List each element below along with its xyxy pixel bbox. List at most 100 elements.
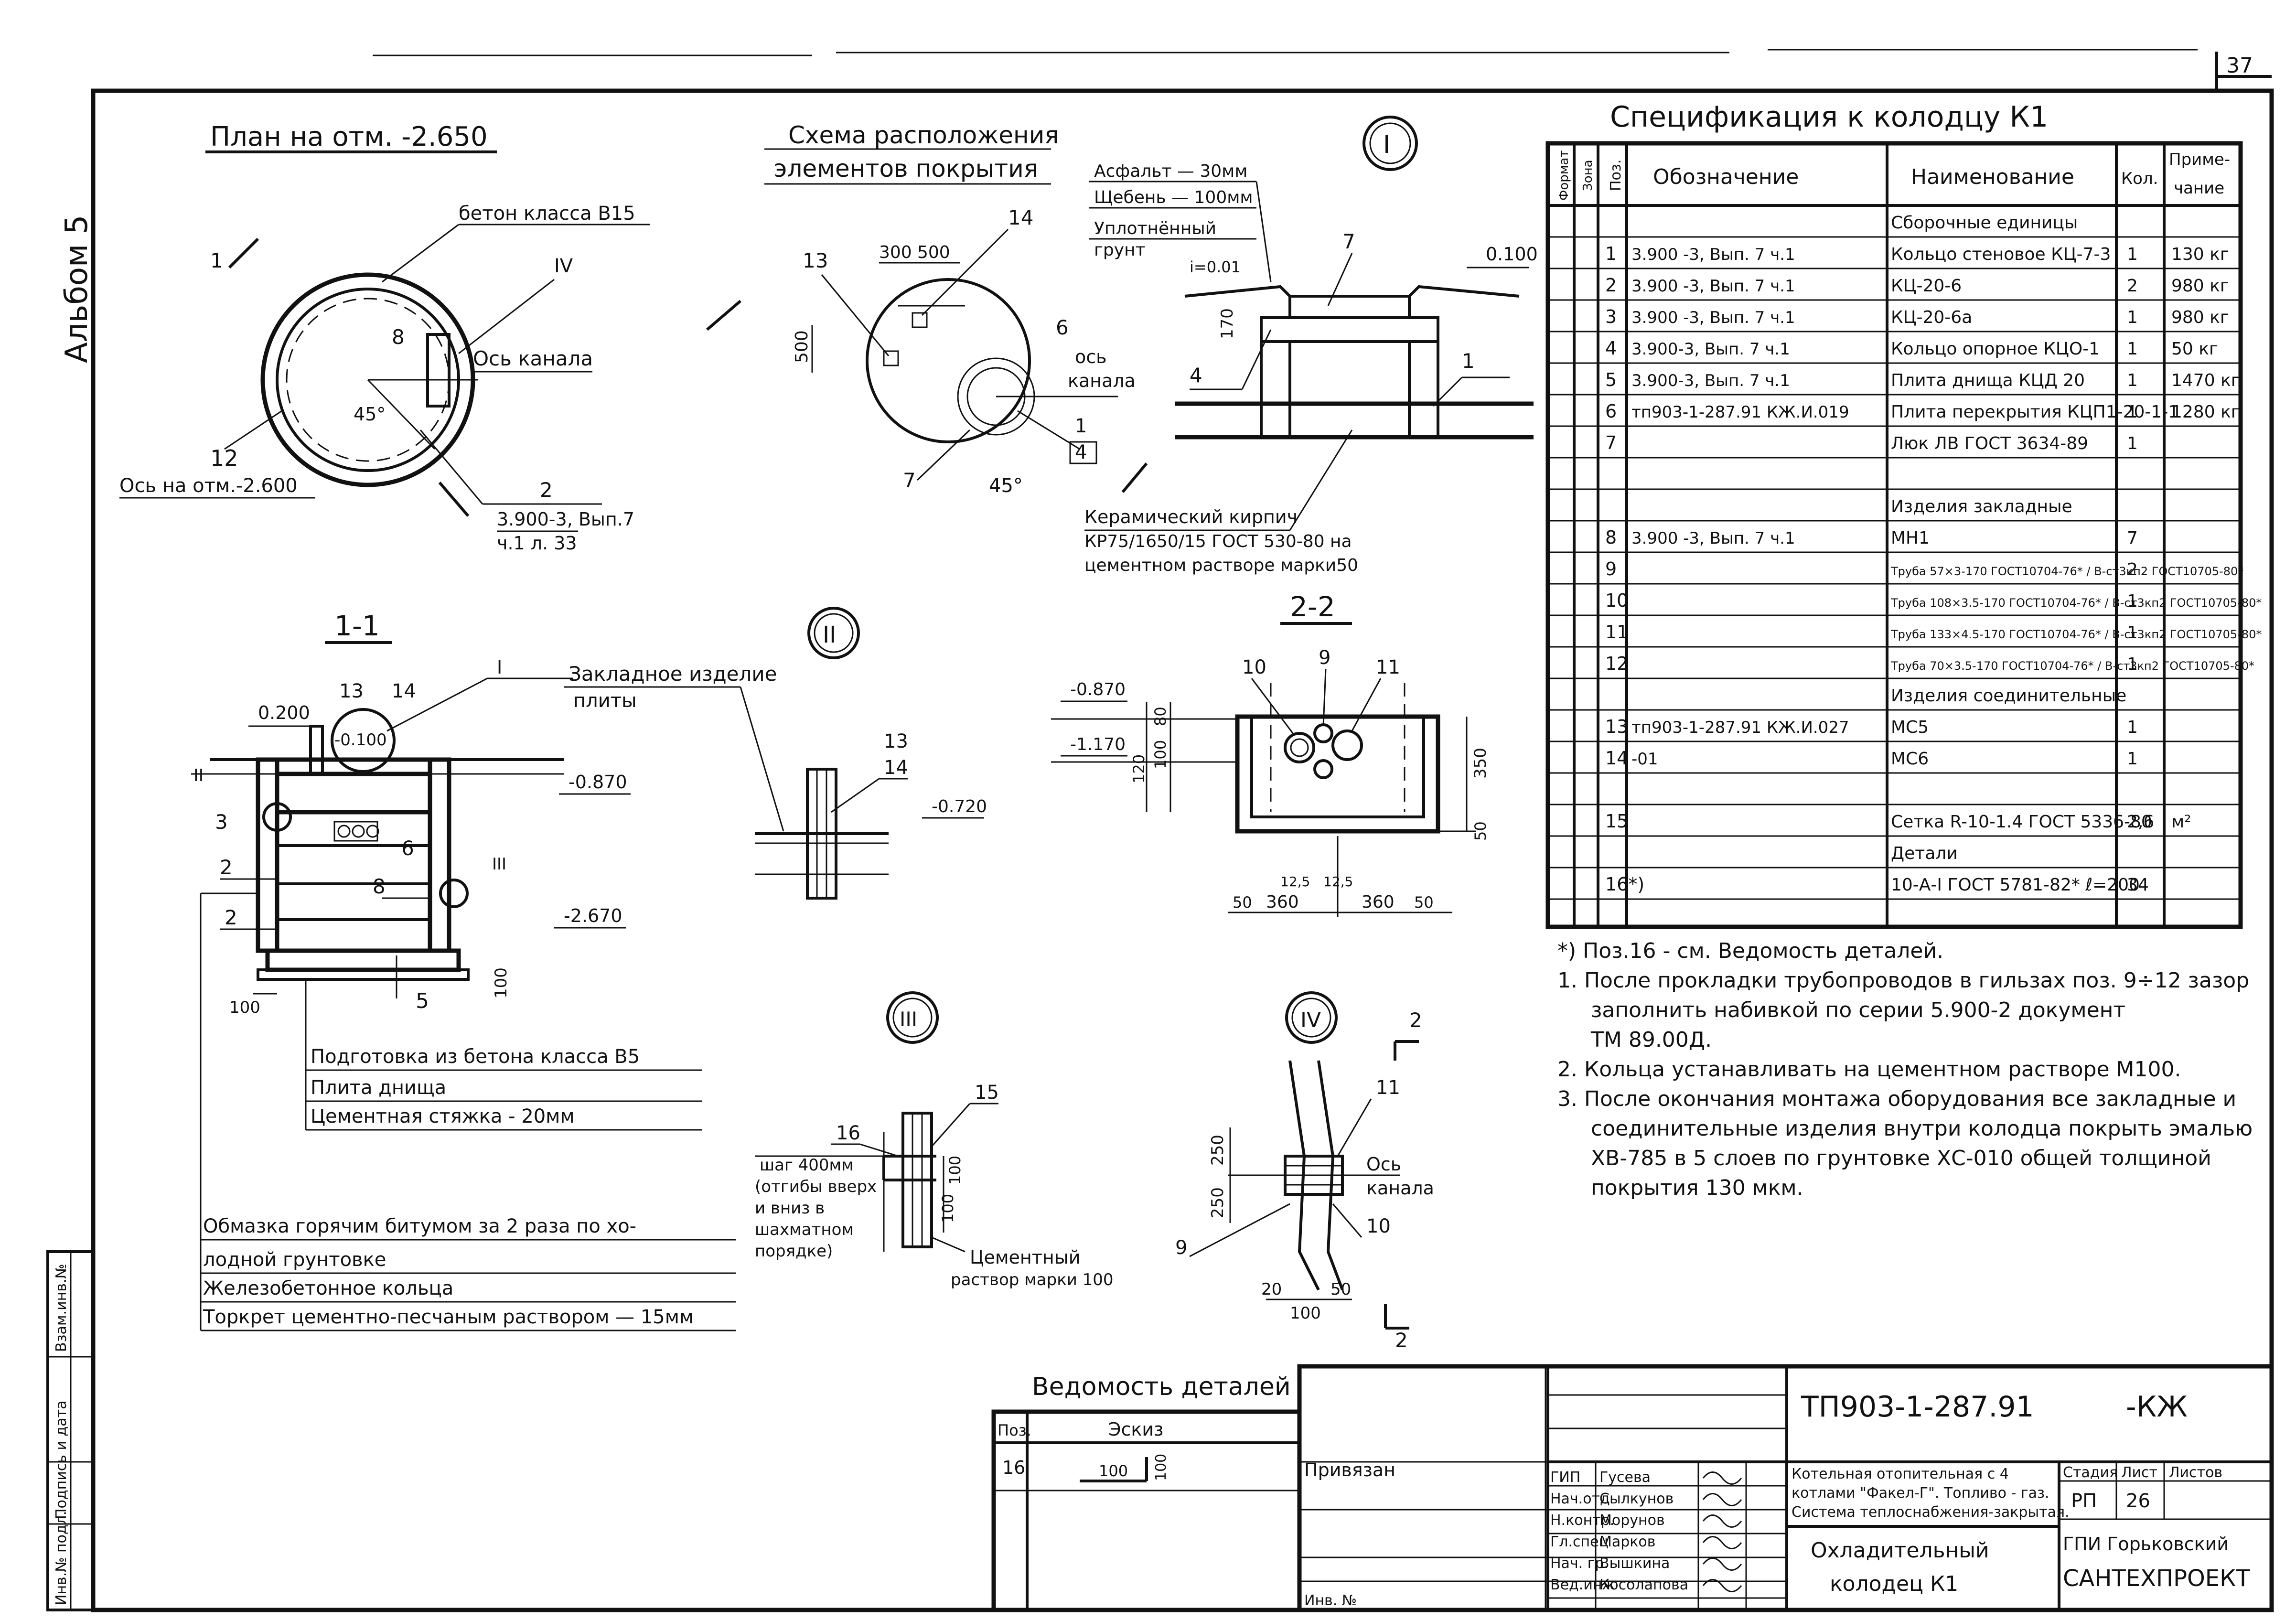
spec-h-note-1: Приме- <box>2169 150 2230 169</box>
s22-d50c: 50 <box>1414 893 1434 912</box>
spec-cell-name: Труба 57×3-170 ГОСТ10704-76* / В-ст3кп2 … <box>1890 565 2243 578</box>
detail-i-pos-4: 4 <box>1190 364 1202 387</box>
plan-ref-2: ч.1 л. 33 <box>497 533 577 554</box>
note-line: *) Поз.16 - см. Ведомость деталей. <box>1557 939 1943 963</box>
s11-p2a: 2 <box>220 856 233 879</box>
spec-cell-designation: 3.900-3, Вып. 7 ч.1 <box>1631 340 1790 359</box>
title-person: Косолапова <box>1599 1577 1688 1593</box>
detail-iv-d250a: 250 <box>1208 1135 1227 1166</box>
plan-concrete-label: бетон класса В15 <box>459 203 635 225</box>
spec-cell-pos: 3 <box>1605 306 1617 327</box>
s11-label-3: Цементная стяжка - 20мм <box>311 1105 575 1127</box>
detail-iii-d100a: 100 <box>946 1156 964 1185</box>
spec-cell-name: Кольцо стеновое КЦ-7-3 <box>1891 245 2111 264</box>
spec-title: Спецификация к колодцу К1 <box>1610 100 2048 134</box>
side-stamp-inv-sub: Инв.№ подл. <box>53 1511 70 1605</box>
detail-iv-d20: 20 <box>1261 1280 1282 1299</box>
title-role: Вед.инж <box>1550 1577 1615 1593</box>
details-row-dim-a: 100 <box>1099 1462 1128 1480</box>
spec-cell-pos: 7 <box>1605 432 1617 453</box>
detail-iv-d100: 100 <box>1290 1304 1321 1323</box>
section-1-1: 1-1 0.200 -0.100 13 14 I -0.870 II 3 6 2 <box>191 610 736 1331</box>
album-label: Альбом 5 <box>59 215 95 363</box>
section-2-2: 2-2 -0.870 -1.170 120 80 100 10 9 11 350… <box>1051 590 1490 917</box>
s11-m-i: I <box>497 657 502 678</box>
spec-cell-designation: тп903-1-287.91 КЖ.И.027 <box>1631 718 1849 737</box>
note-line: 3. После окончания монтажа оборудования … <box>1557 1087 2236 1111</box>
title-person: Морунов <box>1599 1512 1665 1529</box>
spec-cell-note: 980 кг <box>2171 308 2229 327</box>
s11-label-5: Железобетонное кольца <box>203 1277 453 1299</box>
s11-dim-100a: 100 <box>229 998 260 1017</box>
plan-pos-8: 8 <box>392 325 405 349</box>
plan-pos-12: 12 <box>210 445 238 471</box>
spec-cell-qty: 2 <box>2127 560 2138 579</box>
signature-mark <box>1702 1493 1742 1506</box>
schema-canal-axis-2: канала <box>1068 370 1136 391</box>
spec-cell-pos: 9 <box>1605 558 1617 579</box>
schema-canal-axis-1: ось <box>1075 346 1107 367</box>
spec-cell-note: 130 кг <box>2171 245 2229 264</box>
note-line: 2. Кольца устанавливать на цементном рас… <box>1557 1057 2181 1082</box>
title-org-1: ГПИ Горьковский <box>2063 1534 2229 1555</box>
detail-ii-t1: Закладное изделие <box>569 662 777 686</box>
title-role: Гл.спец <box>1550 1534 1609 1550</box>
s11-label-4: Обмазка горячим битумом за 2 раза по хо- <box>203 1215 636 1237</box>
general-notes: *) Поз.16 - см. Ведомость деталей. 1. Пос… <box>1557 939 2253 1200</box>
s11-label-1: Подготовка из бетона класса В5 <box>311 1046 640 1068</box>
spec-cell-name: Детали <box>1891 844 1958 863</box>
detail-iv-axis-2: канала <box>1366 1178 1434 1199</box>
spec-cell-qty: 2,6 <box>2127 812 2154 832</box>
schema-title-2: элементов покрытия <box>774 155 1038 182</box>
spec-cell-pos: 4 <box>1605 338 1617 359</box>
s22-d350: 350 <box>1471 748 1490 779</box>
detail-iii-d100b: 100 <box>939 1194 957 1223</box>
title-role: Нач.отд <box>1550 1491 1610 1507</box>
detail-iv-p11: 11 <box>1376 1077 1400 1099</box>
spec-cell-pos: 15 <box>1605 811 1628 832</box>
detail-iii-step-5: порядке) <box>755 1242 833 1261</box>
spec-cell-qty: 1 <box>2127 371 2138 390</box>
spec-cell-name: МН1 <box>1891 528 1930 548</box>
title-privyazan: Привязан <box>1304 1459 1395 1481</box>
spec-h-designation: Обозначение <box>1653 165 1799 189</box>
details-h-sketch: Эскиз <box>1108 1419 1163 1440</box>
title-inv: Инв. № <box>1304 1592 1357 1609</box>
spec-cell-name: 10-А-I ГОСТ 5781-82* ℓ=200 <box>1891 875 2140 895</box>
signature-mark <box>1702 1557 1742 1571</box>
detail-i-level: 0.100 <box>1486 244 1538 265</box>
detail-ii-lvl: -0.720 <box>932 797 987 816</box>
detail-iii: III 15 16 100 100 шаг 400мм (отгибы ввер… <box>755 991 1114 1289</box>
s11-p14: 14 <box>392 680 416 702</box>
spec-cell-qty: 2 <box>2127 276 2138 296</box>
spec-cell-pos: 12 <box>1605 653 1628 674</box>
spec-cell-note: 1470 кг <box>2171 371 2240 390</box>
spec-cell-name: Сетка R-10-1.4 ГОСТ 5336-80 <box>1891 812 2152 832</box>
sheet-number: 37 <box>2226 54 2253 78</box>
s11-dim-100b: 100 <box>492 967 511 998</box>
detail-iii-p16: 16 <box>836 1122 860 1144</box>
spec-cell-note: 980 кг <box>2171 276 2229 296</box>
s22-d360a: 360 <box>1266 892 1299 912</box>
detail-i-marker: I <box>1383 130 1390 159</box>
title-stage-h: Стадия <box>2063 1464 2118 1481</box>
note-line: соединительные изделия внутри колодца по… <box>1591 1116 2253 1141</box>
s11-m-iii: III <box>492 855 506 874</box>
spec-h-qty: Кол. <box>2121 169 2158 188</box>
note-line: 1. После прокладки трубопроводов в гильз… <box>1557 968 2249 993</box>
note-line: ХВ-785 в 5 слоев по грунтовке ХС-010 общ… <box>1591 1146 2211 1170</box>
detail-iii-step-1: шаг 400мм <box>760 1156 854 1175</box>
spec-cell-designation: 3.900 -3, Вып. 7 ч.1 <box>1631 277 1795 296</box>
schema-pos-14: 14 <box>1008 206 1033 229</box>
spec-cell-name: Труба 70×3.5-170 ГОСТ10704-76* / В-ст3кп… <box>1890 659 2254 673</box>
detail-iv-d50: 50 <box>1330 1280 1351 1299</box>
note-line: покрытия 130 мкм. <box>1591 1176 1803 1200</box>
s22-lvl-0870: -0.870 <box>1070 680 1126 699</box>
spec-cell-qty: 1 <box>2127 718 2138 737</box>
spec-cell-name: МС6 <box>1891 749 1929 769</box>
spec-h-pos: Поз. <box>1608 160 1624 191</box>
detail-i: I Асфальт — 30мм Щебень — 100мм Уплотнён… <box>1084 116 1538 575</box>
s11-label-2: Плита днища <box>311 1077 446 1099</box>
s22-d360b: 360 <box>1362 892 1395 912</box>
